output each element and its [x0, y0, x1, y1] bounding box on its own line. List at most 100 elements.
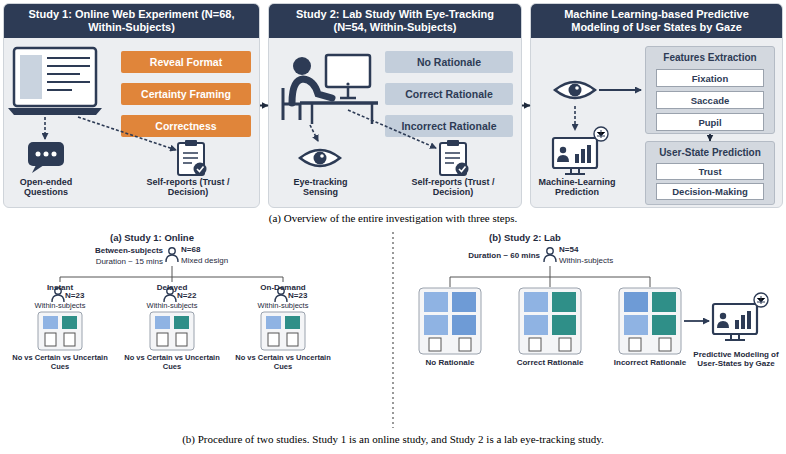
label-text: Predictive Modeling of User-States by Ga… — [686, 350, 786, 368]
label-text: (a) Study 1: Online — [90, 233, 214, 244]
label-text: No vs Certain vs Uncertain Cues — [115, 354, 229, 371]
desk-person-icon — [283, 55, 378, 124]
figure-caption: (a) Overview of the entire investigation… — [0, 212, 786, 225]
label-text: Duration ~ 60 mins — [433, 251, 540, 260]
label-text: N=68 — [181, 245, 231, 254]
person-icon — [164, 288, 176, 302]
module-title: Features Extraction — [646, 47, 774, 64]
label-text: Delayed — [132, 283, 212, 292]
condition-card — [452, 292, 476, 312]
label-text: No vs Certain vs Uncertain Cues — [226, 354, 340, 371]
eye-icon — [555, 82, 595, 98]
label-text: (b) Study 2: Lab — [460, 233, 590, 244]
box-text: Fixation — [692, 73, 728, 84]
desk-person-icon — [283, 88, 300, 120]
laptop-icon — [8, 48, 102, 115]
condition-box: Reveal Format — [121, 51, 251, 73]
dashed-leader — [44, 117, 46, 139]
flow-arrow — [522, 105, 530, 107]
eye-icon — [300, 150, 340, 166]
condition-card — [150, 312, 194, 350]
leader-arrow — [575, 90, 641, 130]
desk-person-icon — [292, 79, 332, 103]
label-text: Between-subjects — [58, 246, 163, 255]
chat-bubble-icon — [44, 152, 49, 157]
box-text: No Rationale — [417, 56, 481, 68]
condition-card — [624, 315, 648, 335]
dashed-leader — [310, 125, 318, 141]
label-text: On-Demand — [243, 283, 323, 292]
clipboard-icon — [440, 140, 469, 176]
box-text: Pupil — [698, 117, 721, 128]
leader-arrow — [684, 320, 709, 322]
module-box: Features ExtractionFixationSaccadePupil — [645, 46, 775, 134]
label-text: N=23 — [65, 291, 105, 300]
tree-lines — [60, 266, 650, 287]
laptop-icon — [14, 48, 96, 106]
feature-box: Decision-Making — [656, 183, 764, 200]
ml-monitor-icon — [553, 127, 608, 174]
laptop-icon — [8, 108, 102, 115]
box-text: Correct Rationale — [405, 88, 493, 100]
figure-caption: (b) Procedure of two studies. Study 1 is… — [0, 433, 786, 446]
label-text: N=22 — [177, 291, 217, 300]
feature-box: Fixation — [656, 69, 764, 87]
box-text: Saccade — [691, 95, 730, 106]
panel-header: Study 1: Online Web Experiment (N=68, Wi… — [4, 4, 259, 38]
condition-card — [552, 292, 576, 312]
person-icon — [52, 288, 64, 302]
desk-person-icon — [312, 103, 372, 124]
dashed-leader — [348, 110, 436, 148]
person-icon — [166, 248, 178, 262]
condition-card — [619, 288, 681, 354]
condition-card — [552, 315, 576, 335]
label-text: Mixed design — [181, 256, 261, 265]
condition-card — [424, 315, 448, 335]
condition-card — [519, 288, 581, 354]
dashed-leader — [310, 110, 436, 148]
chat-bubble-icon — [28, 142, 64, 173]
condition-card — [524, 315, 548, 335]
desk-person-icon — [346, 82, 349, 85]
tree-lines — [450, 266, 650, 287]
flow-arrow — [709, 134, 711, 141]
condition-card — [452, 315, 476, 335]
desk-person-icon — [300, 101, 378, 105]
feature-box: Pupil — [656, 113, 764, 131]
tree-lines — [60, 266, 283, 282]
condition-card — [652, 315, 676, 335]
module-box: User-State PredictionTrustDecision-Makin… — [645, 141, 775, 205]
label-text: Incorrect Rationale — [603, 358, 697, 367]
condition-card — [424, 292, 448, 312]
desk-person-icon — [326, 55, 370, 87]
condition-box: No Rationale — [385, 51, 513, 73]
panel-header: Study 2: Lab Study With Eye-Tracking (N=… — [269, 4, 521, 38]
condition-card — [419, 288, 481, 354]
label-text: No vs Certain vs Uncertain Cues — [3, 354, 117, 371]
condition-card — [419, 288, 481, 354]
condition-card — [38, 312, 82, 350]
ml-monitor-icon — [713, 293, 768, 340]
condition-card — [519, 288, 581, 354]
step-panel: Study 1: Online Web Experiment (N=68, Wi… — [3, 3, 260, 208]
chat-bubble-icon — [52, 152, 57, 157]
module-title: User-State Prediction — [646, 142, 774, 159]
box-text: Incorrect Rationale — [401, 120, 496, 132]
box-text: Trust — [698, 166, 721, 177]
condition-card — [524, 292, 548, 312]
condition-card — [261, 312, 305, 350]
step-panel: Study 2: Lab Study With Eye-Tracking (N=… — [268, 3, 522, 208]
step-panel: Machine Learning-based Predictive Modeli… — [530, 3, 783, 208]
desk-person-icon — [340, 87, 356, 98]
leader-arrow — [599, 89, 641, 91]
desk-person-icon — [293, 57, 311, 75]
leader-arrow — [574, 106, 576, 130]
box-text: Correctness — [155, 120, 216, 132]
label-text: Correct Rationale — [503, 358, 597, 367]
feature-box: Trust — [656, 163, 764, 180]
chat-bubble-icon — [28, 142, 64, 166]
flow-arrow — [260, 105, 268, 107]
person-icon — [544, 248, 556, 262]
condition-box: Certainty Framing — [121, 83, 251, 105]
